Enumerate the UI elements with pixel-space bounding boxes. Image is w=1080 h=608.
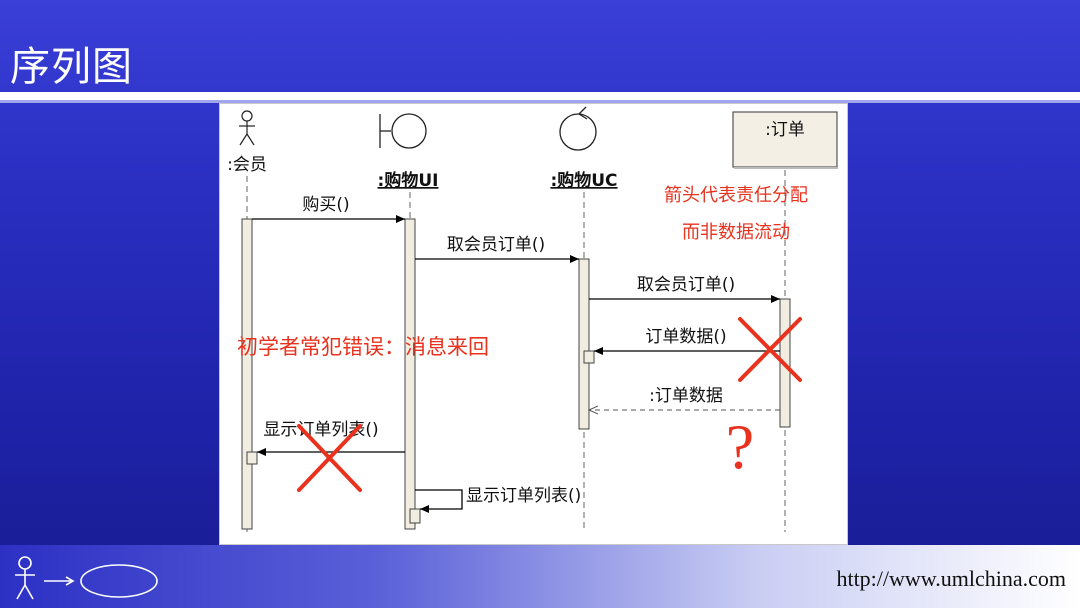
message-label-show-order-list-1: 显示订单列表() xyxy=(263,420,378,440)
activation-bars xyxy=(241,218,791,530)
message-label-buy: 购买() xyxy=(302,195,349,215)
note-responsibility-line1: 箭头代表责任分配 xyxy=(664,185,808,206)
activation-shopping-uc-nested xyxy=(583,350,595,364)
message-label-show-order-list-2: 显示订单列表() xyxy=(466,486,581,506)
message-order-data-call: 订单数据() xyxy=(594,327,780,355)
message-get-member-orders-2: 取会员订单() xyxy=(589,275,780,303)
mistake-annotation: 初学者常犯错误：消息来回 xyxy=(237,335,489,359)
message-label-order-data-call: 订单数据() xyxy=(645,327,726,347)
title-divider-shadow xyxy=(0,100,1080,103)
entity-order-box xyxy=(732,111,838,168)
activation-shopping-ui xyxy=(404,218,416,530)
title-divider xyxy=(0,92,1080,100)
boundary-icon xyxy=(379,113,427,149)
question-mark: ? xyxy=(726,411,754,482)
message-buy: 购买() xyxy=(252,195,405,223)
cross-mark-icon xyxy=(738,317,802,382)
footer-url[interactable]: http://www.umlchina.com xyxy=(836,566,1066,591)
lifeline-label-order: :订单 xyxy=(765,120,805,140)
note-responsibility-line2: 而非数据流动 xyxy=(682,222,790,243)
actor-icon xyxy=(239,110,255,146)
message-order-data-return: :订单数据 xyxy=(589,386,780,410)
sequence-diagram: :会员 :购物UI :购物UC :订单 xyxy=(227,106,838,532)
message-show-order-list-to-member: 显示订单列表() xyxy=(257,420,405,456)
message-label-order-data-return: :订单数据 xyxy=(649,386,723,406)
footer-bar: http://www.umlchina.com xyxy=(0,545,1080,608)
message-label-get-member-orders-1: 取会员订单() xyxy=(447,235,545,255)
lifeline-label-shopping-ui: :购物UI xyxy=(378,170,439,191)
slide-title: 序列图 xyxy=(10,44,133,90)
cross-mark-icon xyxy=(297,424,362,492)
message-label-get-member-orders-2: 取会员订单() xyxy=(637,275,735,295)
activation-shopping-uc xyxy=(578,258,590,430)
activation-shopping-ui-nested xyxy=(409,508,421,524)
message-get-member-orders-1: 取会员订单() xyxy=(415,235,579,263)
use-case-logo-icon xyxy=(15,556,158,600)
sequence-diagram-figure: :会员 :购物UI :购物UC :订单 xyxy=(219,103,848,545)
message-show-order-list-self: 显示订单列表() xyxy=(415,486,581,513)
lifeline-label-member: :会员 xyxy=(227,155,267,175)
control-icon xyxy=(559,106,597,151)
title-bar: 序列图 xyxy=(0,0,1080,92)
activation-member xyxy=(241,218,253,530)
lifeline-label-shopping-uc: :购物UC xyxy=(550,170,617,191)
activation-member-nested xyxy=(246,451,258,465)
